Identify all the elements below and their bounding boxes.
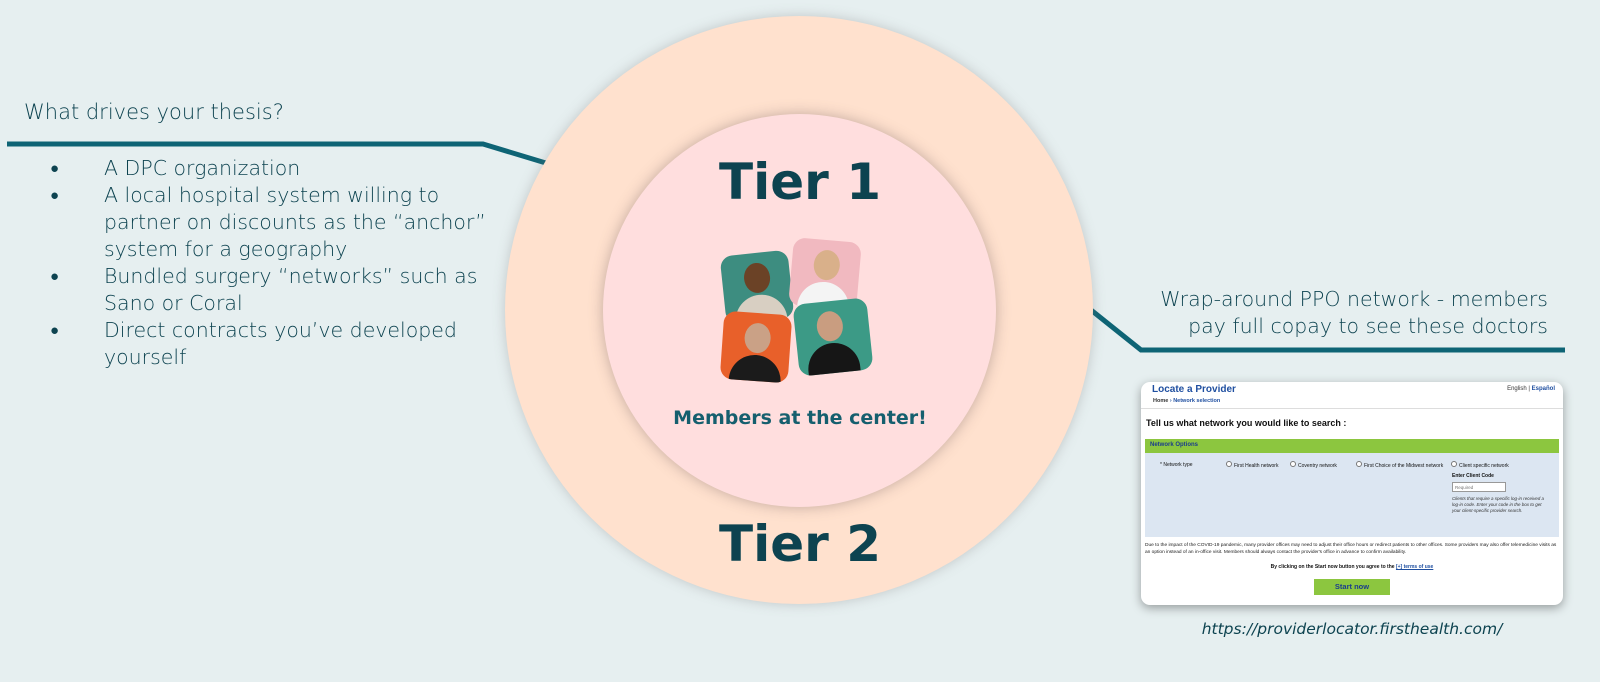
member-photo (792, 297, 874, 377)
language-links: English | Español (1507, 386, 1555, 392)
network-options-title: Network Options (1150, 442, 1199, 448)
option-coventry[interactable]: Coventry network (1290, 461, 1350, 470)
radio-first-choice[interactable] (1356, 461, 1362, 467)
client-code-help: Clients that require a specific log-in r… (1452, 496, 1545, 513)
breadcrumb: Home › Network selection (1153, 398, 1220, 404)
thesis-bullet-list: A DPC organization A local hospital syst… (48, 155, 488, 371)
bullet-dpc: A DPC organization (48, 155, 488, 182)
lang-espanol-link[interactable]: Español (1531, 386, 1555, 392)
provider-locator-url[interactable]: https://providerlocator.firsthealth.com/ (1201, 620, 1503, 638)
terms-agreement: By clicking on the Start now button you … (1141, 564, 1563, 570)
bullet-direct-contracts: Direct contracts you’ve developed yourse… (48, 317, 488, 371)
lang-separator: | (1528, 386, 1530, 392)
provider-locator-screenshot: Locate a Provider English | Español Home… (1141, 382, 1563, 605)
member-photo (719, 310, 793, 384)
ppo-caption: Wrap-around PPO network - members pay fu… (1160, 287, 1548, 338)
locator-title: Locate a Provider (1152, 384, 1236, 395)
lang-english-link[interactable]: English (1507, 386, 1527, 392)
tier-1-label: Tier 1 (718, 153, 881, 211)
client-code-input[interactable] (1452, 482, 1506, 492)
client-code-label: Enter Client Code (1452, 473, 1494, 479)
bullet-hospital: A local hospital system willing to partn… (48, 182, 488, 263)
start-now-button[interactable]: Start now (1314, 579, 1390, 595)
radio-client-specific[interactable] (1451, 461, 1457, 467)
bullet-bundled-surgery: Bundled surgery “networks” such as Sano … (48, 263, 488, 317)
locator-heading: Tell us what network you would like to s… (1146, 418, 1347, 428)
breadcrumb-home[interactable]: Home (1153, 398, 1169, 404)
terms-of-use-link[interactable]: [+] terms of use (1395, 564, 1434, 570)
option-first-health[interactable]: First Health network (1226, 461, 1284, 470)
terms-agreement-text: By clicking on the Start now button you … (1270, 564, 1395, 570)
network-options-bar: Network Options (1145, 439, 1559, 453)
network-type-label: * Network type (1160, 462, 1193, 468)
network-options-panel: * Network type First Health network Cove… (1145, 453, 1559, 537)
header-divider (1141, 408, 1563, 409)
breadcrumb-current: Network selection (1173, 398, 1221, 404)
members-caption: Members at the center! (673, 407, 927, 429)
radio-first-health[interactable] (1226, 461, 1232, 467)
covid-notice: Due to the impact of the COVID-19 pandem… (1145, 543, 1557, 555)
tier-2-label: Tier 2 (718, 515, 881, 573)
member-photos (715, 235, 890, 385)
option-client-specific[interactable]: Client specific network (1451, 461, 1551, 470)
thesis-question: What drives your thesis? (24, 100, 284, 124)
breadcrumb-separator: › (1169, 398, 1172, 404)
radio-coventry[interactable] (1290, 461, 1296, 467)
option-first-choice[interactable]: First Choice of the Midwest network (1356, 461, 1444, 470)
